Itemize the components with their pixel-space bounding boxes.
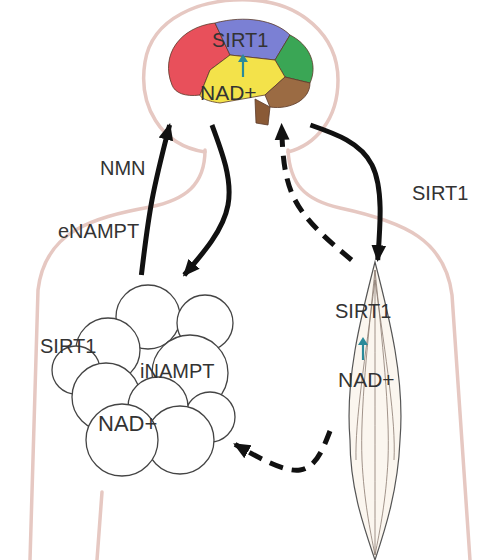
node-text: iNAMPT [140,360,214,382]
increase-arrow [358,337,368,360]
muscle-node: SIRT1NAD+ [330,260,420,560]
body-outline-lines [30,0,470,560]
increase-arrow-head [358,337,368,345]
left-arm-outline [97,492,102,560]
node-text: SIRT1 [212,29,268,51]
brain-stem [255,99,270,125]
fat-cell [86,404,158,476]
fat-cells [52,285,235,476]
dashed-arrow [235,431,330,470]
edge-label: SIRT1 [412,182,468,204]
adipose-drawing [40,275,235,495]
head-outline [144,0,338,152]
node-text: NAD+ [338,368,395,391]
cerebellum [265,77,310,108]
dashed-arrow [282,125,352,260]
increase-arrow [238,54,248,77]
molecule-label: eNAMPT [58,220,139,242]
adipose-node: SIRT1 iNAMPT NAD+ [40,275,235,495]
increase-arrow-shaft [362,343,364,360]
increase-arrow-shaft [242,60,244,77]
edge-label: NMN [100,157,146,179]
brain-lobes [169,19,314,125]
solid-arrow [184,125,229,275]
solid-arrow [310,125,380,260]
node-text: NAD+ [98,412,157,436]
brain-node: SIRT1NAD+ [160,15,320,125]
node-text: NAD+ [200,81,257,104]
node-text: SIRT1 [335,300,391,322]
increase-arrow-head [238,54,248,62]
solid-arrow [141,125,169,275]
node-text: SIRT1 [40,335,96,357]
right-shoulder-outline [288,150,470,560]
